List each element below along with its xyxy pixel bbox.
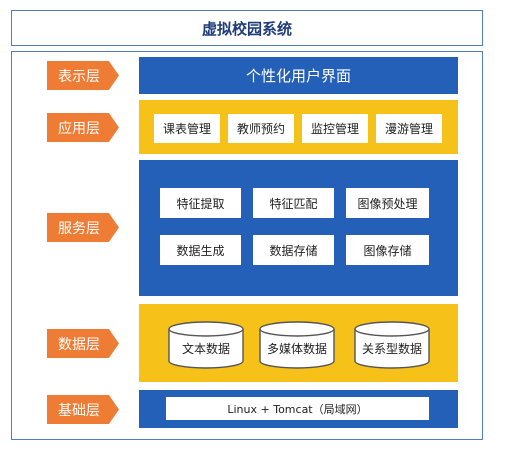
service-item-feature-extraction: 特征提取 (160, 188, 241, 218)
cylinder-relational-data: 关系型数据 (353, 320, 431, 370)
multimedia-data-label: 多媒体数据 (266, 342, 327, 356)
service-item-image-preprocessing: 图像预处理 (346, 188, 429, 218)
tag-data-layer: 数据层 (47, 329, 119, 358)
app-item-monitoring: 监控管理 (302, 114, 368, 143)
base-platform-label: Linux + Tomcat（局域网） (166, 397, 429, 420)
app-item-teacher-booking: 教师预约 (228, 114, 294, 143)
service-item-feature-matching: 特征匹配 (253, 188, 334, 218)
application-band: 课表管理 教师预约 监控管理 漫游管理 (139, 100, 458, 154)
presentation-band: 个性化用户界面 (139, 57, 458, 94)
diagram-title: 虚拟校园系统 (11, 10, 483, 46)
relational-data-label: 关系型数据 (361, 342, 422, 356)
text-data-label: 文本数据 (181, 342, 230, 356)
app-item-roaming: 漫游管理 (376, 114, 442, 143)
tag-base-layer: 基础层 (47, 395, 119, 424)
cylinder-text-data: 文本数据 (167, 320, 245, 370)
service-item-image-storage: 图像存储 (346, 235, 429, 265)
presentation-label: 个性化用户界面 (245, 67, 351, 85)
tag-presentation-layer: 表示层 (47, 61, 119, 90)
cylinder-multimedia-data: 多媒体数据 (258, 320, 336, 370)
base-band: Linux + Tomcat（局域网） (139, 390, 458, 428)
service-item-data-generation: 数据生成 (160, 235, 241, 265)
app-item-schedule: 课表管理 (154, 114, 220, 143)
service-item-data-storage: 数据存储 (253, 235, 334, 265)
service-band: 特征提取 特征匹配 图像预处理 数据生成 数据存储 图像存储 (139, 160, 458, 296)
data-band: 文本数据 多媒体数据 关系型数据 (139, 304, 458, 382)
tag-application-layer: 应用层 (47, 113, 119, 142)
tag-service-layer: 服务层 (47, 213, 119, 242)
